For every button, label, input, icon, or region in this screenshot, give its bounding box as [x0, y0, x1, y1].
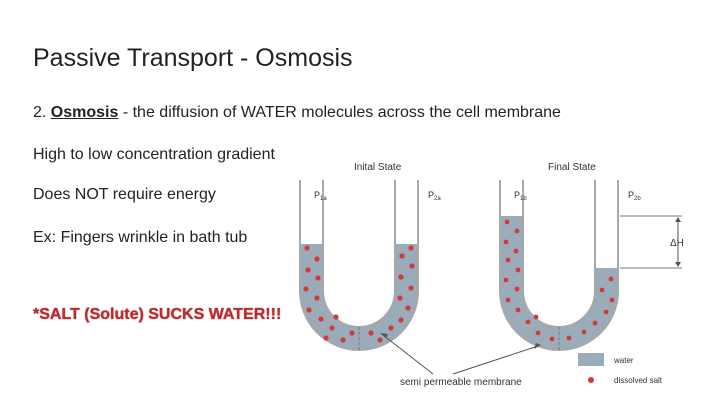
p2b-label: P2b [628, 190, 641, 202]
final-inner-wall [522, 180, 596, 328]
definition-prefix: 2. [33, 104, 51, 121]
osmosis-term: Osmosis [50, 104, 119, 121]
initial-state-label: Inital State [354, 162, 402, 173]
salt-callout: *SALT (Solute) SUCKS WATER!!! [33, 306, 282, 323]
energy-point: Does NOT require energy [33, 186, 216, 203]
pointer-arrowhead-icon [534, 343, 541, 349]
final-state-label: Final State [548, 162, 596, 173]
delta-h-label: ΔH [670, 238, 684, 249]
membrane-pointer-left [382, 334, 434, 375]
osmosis-u-tube-figure: Inital State Final State P1a P2a [299, 162, 684, 388]
slide-title: Passive Transport - Osmosis [33, 44, 353, 72]
legend-salt-label: dissolved salt [614, 376, 663, 385]
final-water [500, 216, 618, 350]
legend: water dissolved salt [578, 353, 663, 385]
p2a-label: P2a [428, 190, 441, 202]
p1a-label: P1a [314, 190, 327, 202]
initial-salt-dots [303, 245, 415, 343]
p1b-label: P1b [514, 190, 527, 202]
definition-text: - the diffusion of WATER molecules acros… [118, 104, 561, 121]
example-point: Ex: Fingers wrinkle in bath tub [33, 229, 248, 246]
arrow-up-icon [675, 217, 681, 222]
legend-salt-dot [588, 377, 594, 383]
arrow-down-icon [675, 262, 681, 267]
membrane-label: semi permeable membrane [400, 377, 522, 388]
delta-h-indicator: ΔH [620, 215, 684, 269]
legend-water-label: water [613, 356, 634, 365]
legend-water-swatch [578, 353, 604, 366]
membrane-pointer-right [452, 345, 539, 375]
initial-water [300, 244, 418, 350]
gradient-point: High to low concentration gradient [33, 146, 275, 163]
initial-u-tube: P1a P2a [299, 180, 441, 351]
final-salt-dots [503, 219, 615, 342]
osmosis-definition: 2. Osmosis - the diffusion of WATER mole… [33, 104, 561, 122]
initial-inner-wall [322, 180, 396, 328]
pointer-arrowhead-icon [380, 333, 388, 338]
final-u-tube: P1b P2b [499, 180, 641, 351]
